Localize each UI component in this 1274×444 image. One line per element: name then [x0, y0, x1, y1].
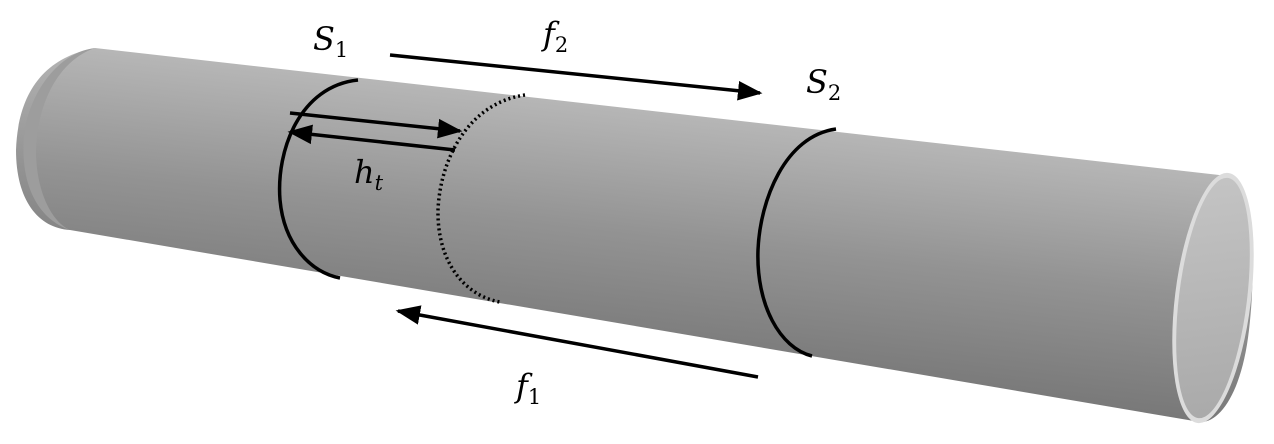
- flow-f2-arrow: [389, 53, 763, 101]
- label-s1: S1: [313, 20, 348, 62]
- left-end-cap: [23, 48, 95, 230]
- label-ht: ht: [354, 153, 384, 195]
- section-s1-line: [277, 78, 359, 280]
- flow-f1-arrow: [395, 305, 759, 379]
- section-s2-line: [756, 127, 837, 358]
- ht-arrow-left: [287, 124, 456, 152]
- moving-section-dotted: [436, 93, 526, 304]
- tube-body: [16, 48, 1253, 423]
- label-f1: f1: [514, 367, 541, 409]
- label-s2: S2: [806, 63, 841, 105]
- right-end-cap: [1176, 177, 1250, 419]
- label-f2: f2: [541, 15, 568, 57]
- ht-arrow-right: [289, 111, 463, 139]
